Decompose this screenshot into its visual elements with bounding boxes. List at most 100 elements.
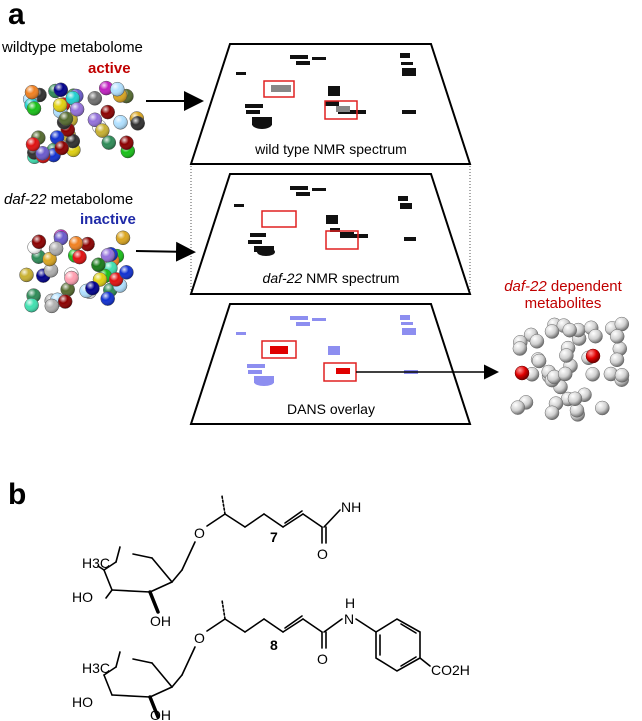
daf22-ball-shine bbox=[100, 291, 115, 306]
grey-metabolite-ball bbox=[614, 316, 630, 332]
c8-label-co2h: CO2H bbox=[431, 662, 470, 678]
wildtype-ball-shine bbox=[65, 134, 80, 149]
wildtype-ball-shine bbox=[65, 91, 80, 106]
panel-b-letter: b bbox=[8, 478, 27, 511]
wildtype-ball-shine bbox=[25, 85, 39, 100]
daf22-ball-shine bbox=[109, 272, 124, 287]
c7-label-nh: NH bbox=[341, 499, 361, 515]
wildtype-ball-shine bbox=[95, 123, 110, 138]
wildtype-ball-shine bbox=[70, 102, 85, 117]
c7-label-oh: OH bbox=[150, 613, 171, 629]
wildtype-ball-shine bbox=[110, 82, 125, 97]
result-label-italic: daf-22 bbox=[504, 278, 547, 295]
grey-metabolite-ball bbox=[562, 322, 577, 338]
wildtype-ball-shine bbox=[100, 105, 115, 120]
wildtype-nmr-spectrum-panel bbox=[189, 43, 472, 165]
wildtype-ball-shine bbox=[130, 116, 145, 131]
wildtype-highlight-box-2 bbox=[324, 100, 358, 120]
wildtype-ball-shine bbox=[54, 141, 69, 155]
daf22-ball-shine bbox=[31, 234, 46, 249]
daf22-ball-shine bbox=[91, 257, 106, 272]
grey-metabolite-ball bbox=[609, 329, 625, 344]
wildtype-highlight-box-1 bbox=[263, 80, 295, 98]
daf22-ball-shine bbox=[119, 265, 134, 280]
daf22-ball-shine bbox=[85, 281, 100, 296]
c7-label-o-carbonyl: O bbox=[317, 546, 328, 562]
grey-metabolite-ball bbox=[557, 366, 573, 382]
daf22-ball-shine bbox=[100, 248, 115, 263]
grey-metabolite-ball bbox=[529, 334, 545, 349]
c8-label-o-ether: O bbox=[194, 630, 205, 646]
compound-7-structure bbox=[97, 495, 341, 614]
c8-label-oh: OH bbox=[150, 707, 171, 721]
daf22-ball-shine bbox=[80, 237, 95, 252]
daf22-highlight-box-1 bbox=[261, 210, 297, 228]
wildtype-status-label: active bbox=[88, 60, 131, 77]
grey-metabolite-ball bbox=[544, 324, 560, 339]
grey-metabolite-ball bbox=[609, 352, 625, 368]
grey-metabolite-ball bbox=[559, 348, 574, 363]
grey-metabolite-ball bbox=[614, 368, 630, 383]
daf22-ball-shine bbox=[24, 298, 39, 313]
c8-label-o-carbonyl: O bbox=[317, 651, 328, 667]
daf22-ball-shine bbox=[58, 294, 73, 309]
daf22-ball-shine bbox=[19, 267, 34, 282]
grey-metabolite-ball bbox=[567, 391, 583, 407]
c7-label-h3c: H3C bbox=[82, 555, 110, 571]
daf22-spectrum-peaks bbox=[234, 186, 416, 256]
daf22-ball-shine bbox=[69, 236, 83, 251]
daf22-caption-italic: daf-22 bbox=[262, 270, 303, 286]
grey-metabolite-ball bbox=[585, 367, 600, 382]
arrow-daf22-to-spectrum bbox=[135, 241, 196, 262]
panel-a-letter: a bbox=[8, 0, 25, 31]
wildtype-ball-shine bbox=[101, 135, 116, 150]
c7-number: 7 bbox=[270, 529, 278, 545]
c7-label-o-ether: O bbox=[194, 525, 205, 541]
red-metabolite-ball bbox=[514, 365, 530, 381]
dependent-metabolites-cluster bbox=[510, 316, 630, 422]
wildtype-ball-shine bbox=[59, 111, 73, 126]
daf22-ball-shine bbox=[42, 252, 57, 267]
result-label-rest: dependent bbox=[546, 278, 622, 295]
daf22-label-rest: metabolome bbox=[46, 191, 134, 208]
c8-label-h: H bbox=[345, 595, 355, 611]
c8-label-h3c: H3C bbox=[82, 660, 110, 676]
panel-a-graphics bbox=[19, 43, 630, 425]
daf22-ball-shine bbox=[72, 250, 87, 265]
grey-metabolite-ball bbox=[512, 341, 528, 356]
wildtype-ball-cluster bbox=[22, 80, 145, 165]
daf22-ball-shine bbox=[116, 230, 130, 245]
panel-b-structures: H3C HO OH O O NH 7 H3C HO OH O O N H CO2… bbox=[72, 495, 470, 721]
daf22-ball-shine bbox=[64, 271, 79, 285]
red-metabolite-ball bbox=[585, 348, 601, 364]
daf22-ball-shine bbox=[60, 282, 75, 297]
wildtype-ball-shine bbox=[87, 112, 102, 127]
wildtype-ball-shine bbox=[26, 137, 40, 152]
daf22-ball-shine bbox=[44, 263, 58, 278]
result-label-line2: metabolites bbox=[524, 295, 602, 312]
wildtype-metabolome-label: wildtype metabolome bbox=[2, 39, 143, 56]
wildtype-ball-shine bbox=[87, 91, 102, 106]
daf22-label-italic: daf-22 bbox=[4, 191, 47, 208]
daf22-spectrum-caption: daf-22 NMR spectrum bbox=[226, 270, 436, 286]
c8-label-n: N bbox=[344, 611, 354, 627]
c8-label-ho: HO bbox=[72, 694, 93, 710]
grey-metabolite-ball bbox=[595, 400, 610, 416]
wildtype-spectrum-caption: wild type NMR spectrum bbox=[255, 141, 407, 157]
wildtype-ball-shine bbox=[35, 146, 50, 161]
spectra-connector-lines bbox=[190, 163, 471, 293]
daf22-status-label: inactive bbox=[80, 211, 136, 228]
daf22-caption-rest: NMR spectrum bbox=[302, 270, 400, 286]
wildtype-ball-shine bbox=[99, 81, 114, 96]
daf22-highlight-box-2 bbox=[325, 230, 359, 250]
c8-number: 8 bbox=[270, 637, 278, 653]
daf22-metabolome-label: daf-22 metabolome bbox=[4, 191, 133, 208]
compound-8-structure bbox=[103, 599, 431, 719]
daf22-ball-shine bbox=[44, 298, 59, 313]
wildtype-ball-shine bbox=[53, 98, 68, 113]
daf22-ball-cluster bbox=[19, 229, 134, 314]
wildtype-ball-shine bbox=[27, 101, 41, 116]
c7-label-ho: HO bbox=[72, 589, 93, 605]
grey-metabolite-ball bbox=[531, 353, 547, 369]
daf22-ball-shine bbox=[49, 241, 64, 256]
